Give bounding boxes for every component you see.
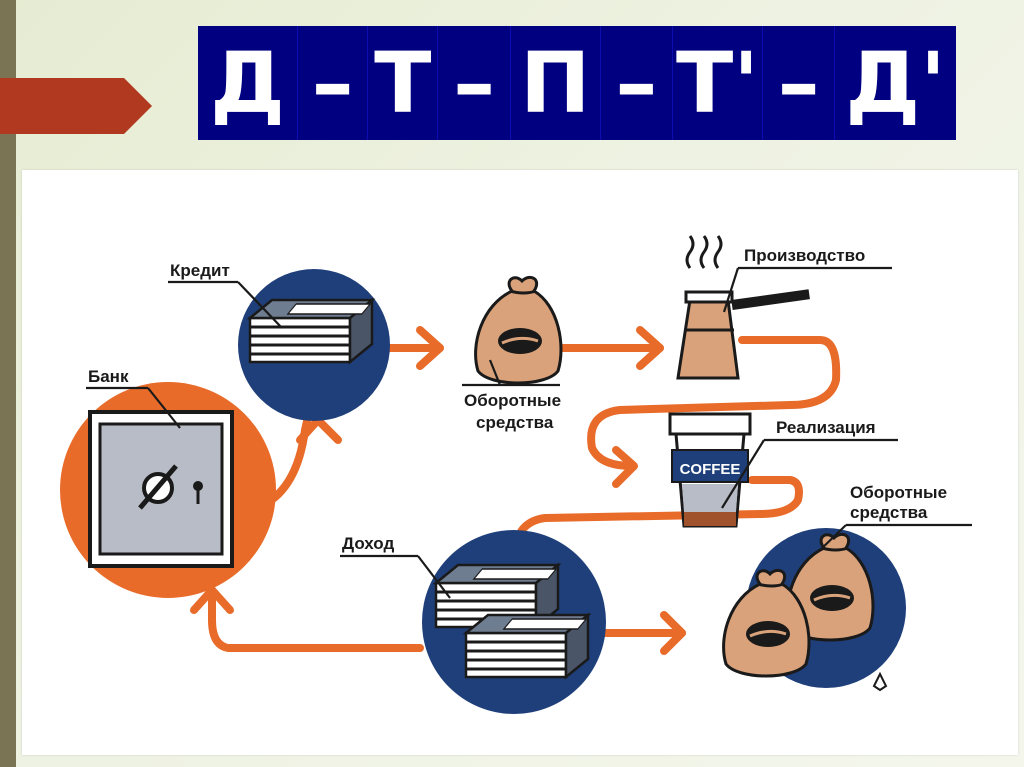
diagram-panel: Банк Кредит Оборотные средства	[22, 170, 1018, 755]
working-capital-node-1: Оборотные средства	[462, 275, 563, 432]
arrow-to-cup	[612, 446, 638, 488]
label-production: Производство	[744, 246, 865, 265]
label-bank: Банк	[88, 367, 129, 386]
realization-node: COFFEE Реализация	[668, 412, 898, 528]
label-working-capital-1-line2: средства	[476, 413, 554, 432]
arrow-to-capital-2	[660, 611, 686, 655]
coffee-cup-icon: COFFEE	[668, 412, 752, 528]
money-stack-icon	[248, 298, 374, 364]
formula-term-money-prime: Д'	[845, 34, 946, 132]
label-realization: Реализация	[776, 418, 876, 437]
arrow-to-production	[636, 326, 664, 370]
income-node: Доход	[340, 530, 606, 714]
formula-dash: –	[763, 26, 836, 140]
arrow-to-capital	[416, 326, 444, 370]
formula-dash: –	[438, 26, 511, 140]
arrow-tab-shape	[0, 78, 152, 134]
working-capital-node-2: Оборотные средства	[722, 483, 972, 688]
label-credit: Кредит	[170, 261, 230, 280]
left-accent-bar	[0, 0, 16, 767]
safe-icon	[88, 410, 234, 568]
label-working-capital-2-line2: средства	[850, 503, 928, 522]
label-working-capital-2-line1: Оборотные	[850, 483, 947, 502]
formula-term-production: П	[511, 26, 601, 140]
formula-term-goods: Т	[368, 26, 439, 140]
production-node: Производство	[676, 235, 892, 380]
cup-text: COFFEE	[680, 461, 741, 478]
arrow-to-bank	[190, 586, 234, 614]
coffee-bag-icon	[474, 275, 563, 385]
formula-term-goods-prime: Т'	[673, 26, 764, 140]
credit-node: Кредит	[168, 261, 390, 421]
coffee-pot-icon	[676, 289, 810, 380]
money-stack-icon	[464, 613, 590, 679]
formula-dash: –	[601, 26, 673, 140]
formula-banner: Д – Т – П – Т' – Д'	[198, 26, 956, 140]
label-income: Доход	[342, 534, 394, 553]
artist-mark	[872, 671, 888, 692]
formula-dash: –	[298, 26, 369, 140]
label-working-capital-1-line1: Оборотные	[464, 391, 561, 410]
steam-icon	[685, 235, 723, 269]
bank-node: Банк	[60, 367, 276, 598]
coffee-business-cycle-diagram: Банк Кредит Оборотные средства	[60, 235, 972, 714]
formula-term-money: Д	[198, 26, 298, 140]
